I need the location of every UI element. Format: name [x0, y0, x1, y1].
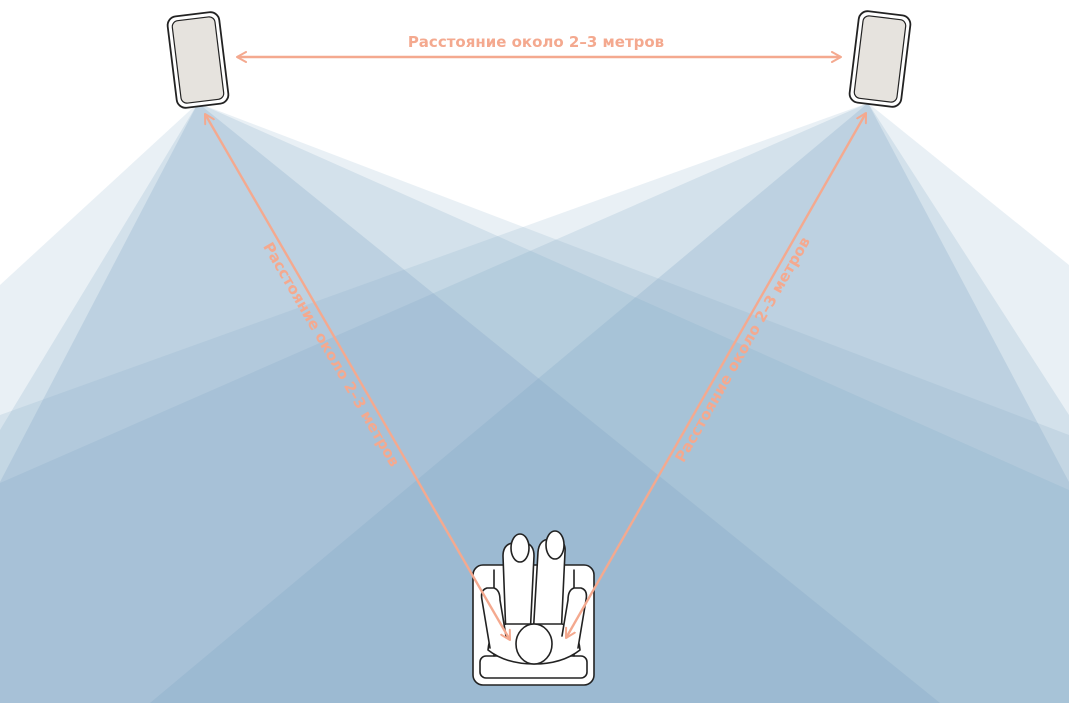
left-speaker-icon — [166, 11, 230, 109]
top-distance-label: Расстояние около 2–3 метров — [408, 33, 664, 51]
right-distance-arrow — [564, 112, 868, 639]
right-foot — [545, 530, 565, 560]
right-speaker-icon — [848, 10, 912, 108]
left-foot — [510, 533, 530, 563]
head — [515, 623, 553, 665]
distance-arrows — [203, 51, 868, 641]
left-distance-arrow — [203, 113, 512, 641]
